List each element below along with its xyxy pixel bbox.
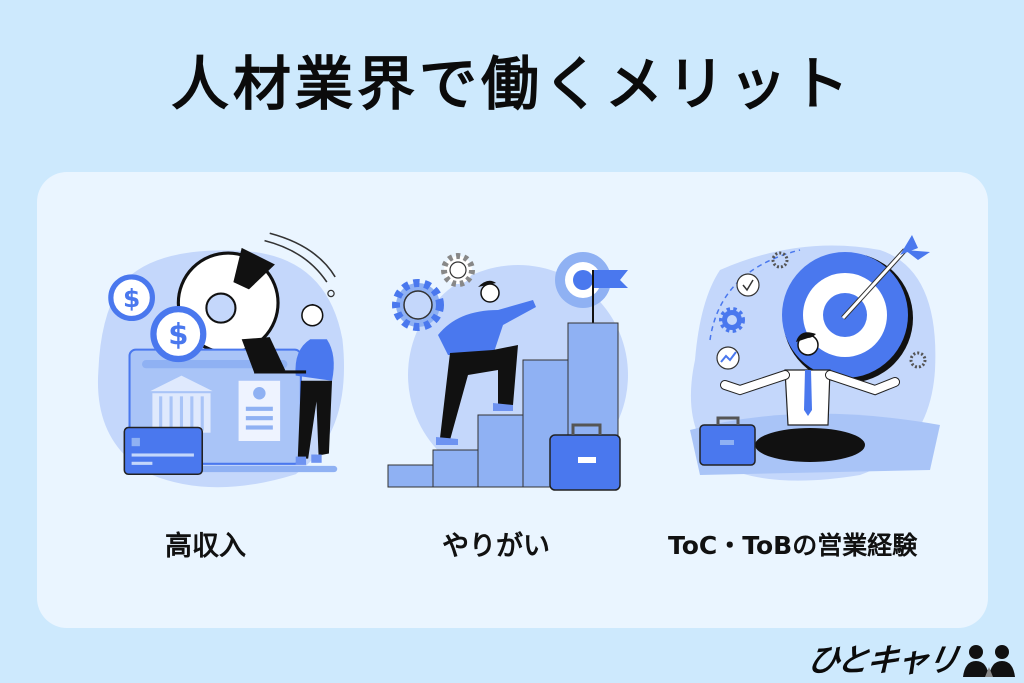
two-people-icon	[963, 645, 1016, 677]
svg-text:$: $	[168, 317, 188, 351]
brand-logo-text: ひとキャリ	[804, 641, 961, 679]
growth-icon	[387, 252, 628, 491]
target-icon	[690, 235, 940, 481]
target-meditation-illustration	[680, 225, 950, 495]
svg-text:$: $	[123, 284, 140, 313]
brand-logo: ひとキャリ	[804, 640, 1017, 680]
growth-illustration	[378, 225, 648, 495]
benefit-label-high-income: 高収入	[165, 531, 246, 562]
finance-illustration: $ $	[88, 225, 358, 495]
page-title: 人材業界で働くメリット	[170, 50, 853, 118]
benefit-label-rewarding: やりがい	[442, 531, 550, 562]
finance-icon: $ $	[97, 232, 345, 488]
benefit-label-sales-experience: ToC・ToBの営業経験	[668, 531, 918, 560]
